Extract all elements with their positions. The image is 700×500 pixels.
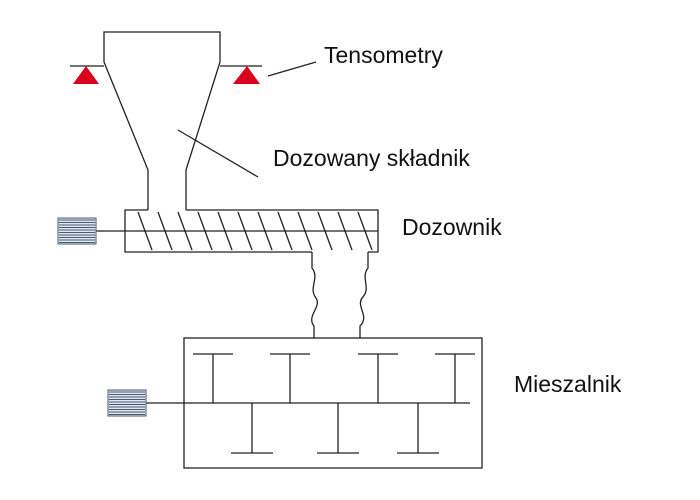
screw-feeder <box>96 209 379 253</box>
hopper <box>103 31 221 210</box>
mixer <box>146 337 483 469</box>
label-dozownik: Dozownik <box>402 214 502 240</box>
screw-flight <box>337 211 353 251</box>
mixer-paddles <box>193 353 475 454</box>
screw-flight <box>317 211 333 251</box>
screw-flight <box>357 211 373 251</box>
label-tensometry: Tensometry <box>324 42 443 68</box>
striped-motor-icon <box>107 389 147 417</box>
screw-flight <box>217 211 233 251</box>
label-mieszalnik: Mieszalnik <box>514 371 622 397</box>
striped-motor-icon <box>57 217 97 245</box>
screw-flight <box>137 211 153 251</box>
screw-flights <box>137 211 373 251</box>
screw-flight <box>297 211 313 251</box>
screw-flight <box>197 211 213 251</box>
label-dozowany-skladnik: Dozowany składnik <box>273 145 470 171</box>
screw-flight <box>257 211 273 251</box>
screw-flight <box>177 211 193 251</box>
red-triangle-icon <box>73 66 99 84</box>
load-cell-left <box>70 65 104 84</box>
screw-flight <box>237 211 253 251</box>
leader-tensometry <box>267 61 317 77</box>
load-cell-right <box>220 65 262 84</box>
screw-flight <box>157 211 173 251</box>
outlet-chute <box>311 252 369 338</box>
red-triangle-icon <box>233 66 260 84</box>
screw-flight <box>277 211 293 251</box>
leader-dozowany-skladnik <box>177 129 259 178</box>
